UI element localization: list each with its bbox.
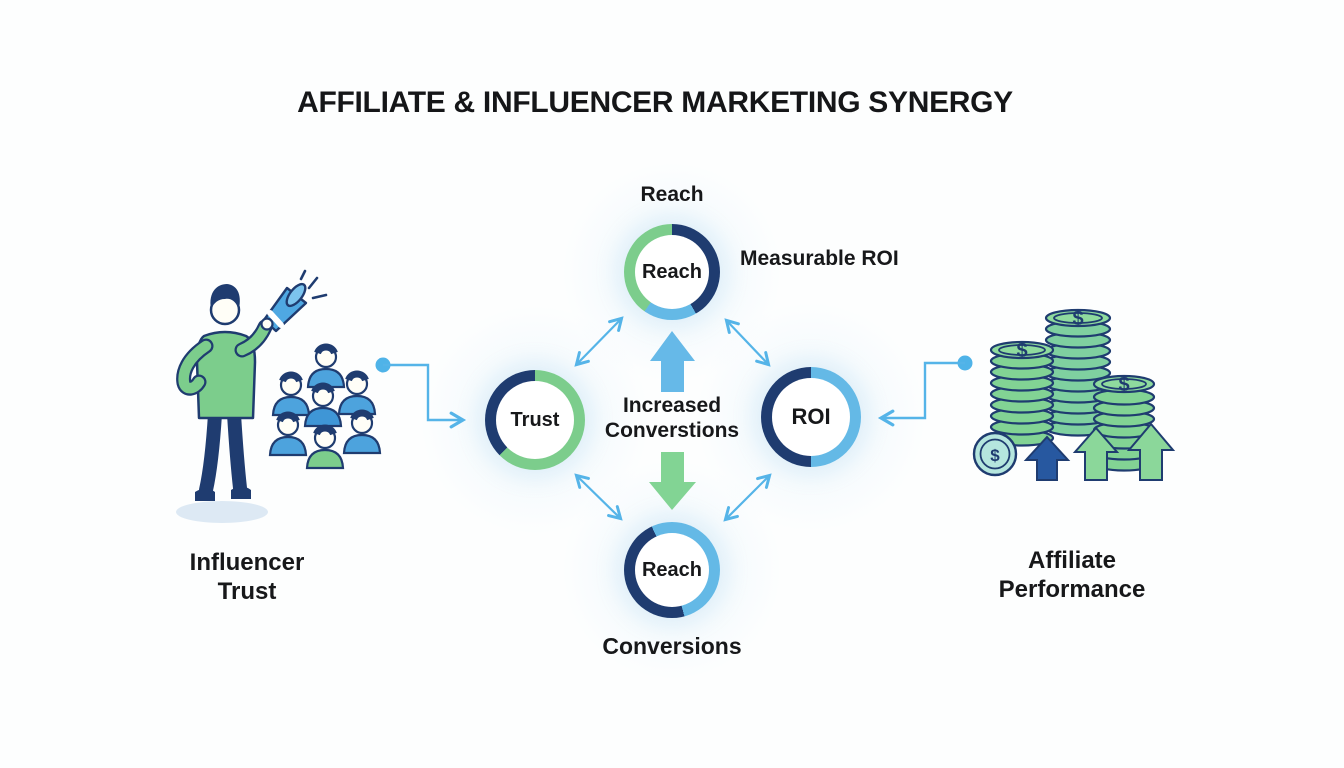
influencer-with-megaphone-and-audience-icon	[176, 269, 382, 523]
node-trust-label: Trust	[510, 408, 560, 431]
navy-growth-arrow-icon	[1023, 435, 1071, 481]
audience-crowd-icon	[268, 343, 382, 470]
arrow-reach-roi	[724, 318, 771, 367]
arrow-trust-reach	[574, 316, 624, 367]
dollar-symbol: $	[990, 446, 1000, 465]
caption-affiliate-line1: Affiliate	[1027, 547, 1117, 574]
caption-increased-conversions: Increased Converstions	[605, 393, 739, 443]
coin-stack-middle: $	[1044, 308, 1112, 437]
node-roi: ROI	[761, 367, 861, 467]
megaphone-icon	[262, 269, 328, 333]
node-trust: Trust	[485, 370, 585, 470]
dollar-symbol: $	[1072, 308, 1083, 330]
caption-influencer-line1: Influencer	[189, 549, 305, 576]
down-arrow-icon	[649, 452, 696, 510]
coin-stack-left: $	[989, 340, 1055, 447]
node-reach-top: Reach	[624, 224, 720, 320]
dollar-symbol: $	[1016, 340, 1027, 362]
caption-conversions: Conversions	[602, 633, 742, 659]
green-growth-arrow-icon	[1126, 422, 1176, 481]
small-coin-icon: $	[972, 431, 1018, 477]
caption-increased-line2: Converstions	[604, 419, 740, 442]
node-reach-top-label: Reach	[641, 260, 703, 283]
up-arrow-icon	[650, 331, 695, 392]
caption-affiliate-performance: Affiliate Performance	[999, 546, 1146, 604]
coin-stack-right: $	[1092, 374, 1156, 472]
node-roi-label: ROI	[791, 404, 831, 429]
caption-increased-line1: Increased	[622, 394, 722, 417]
arrow-roi-conversions	[723, 473, 772, 522]
caption-influencer-trust: Influencer Trust	[190, 548, 305, 606]
dollar-symbol: $	[1118, 374, 1129, 396]
caption-measurable-roi: Measurable ROI	[740, 247, 899, 270]
node-reach-bottom: Reach	[624, 522, 720, 618]
ground-shadow	[176, 501, 268, 523]
caption-influencer-line2: Trust	[217, 578, 277, 605]
coin-stacks-growth-icon: $ $ $ $	[972, 308, 1176, 481]
arrow-trust-conversions	[574, 473, 623, 521]
green-growth-arrow-icon	[1072, 426, 1120, 481]
caption-affiliate-line2: Performance	[998, 576, 1146, 603]
caption-reach: Reach	[640, 183, 704, 206]
node-reach-bottom-label: Reach	[641, 558, 703, 581]
page-title: AFFILIATE & INFLUENCER MARKETING SYNERGY	[297, 86, 1013, 119]
